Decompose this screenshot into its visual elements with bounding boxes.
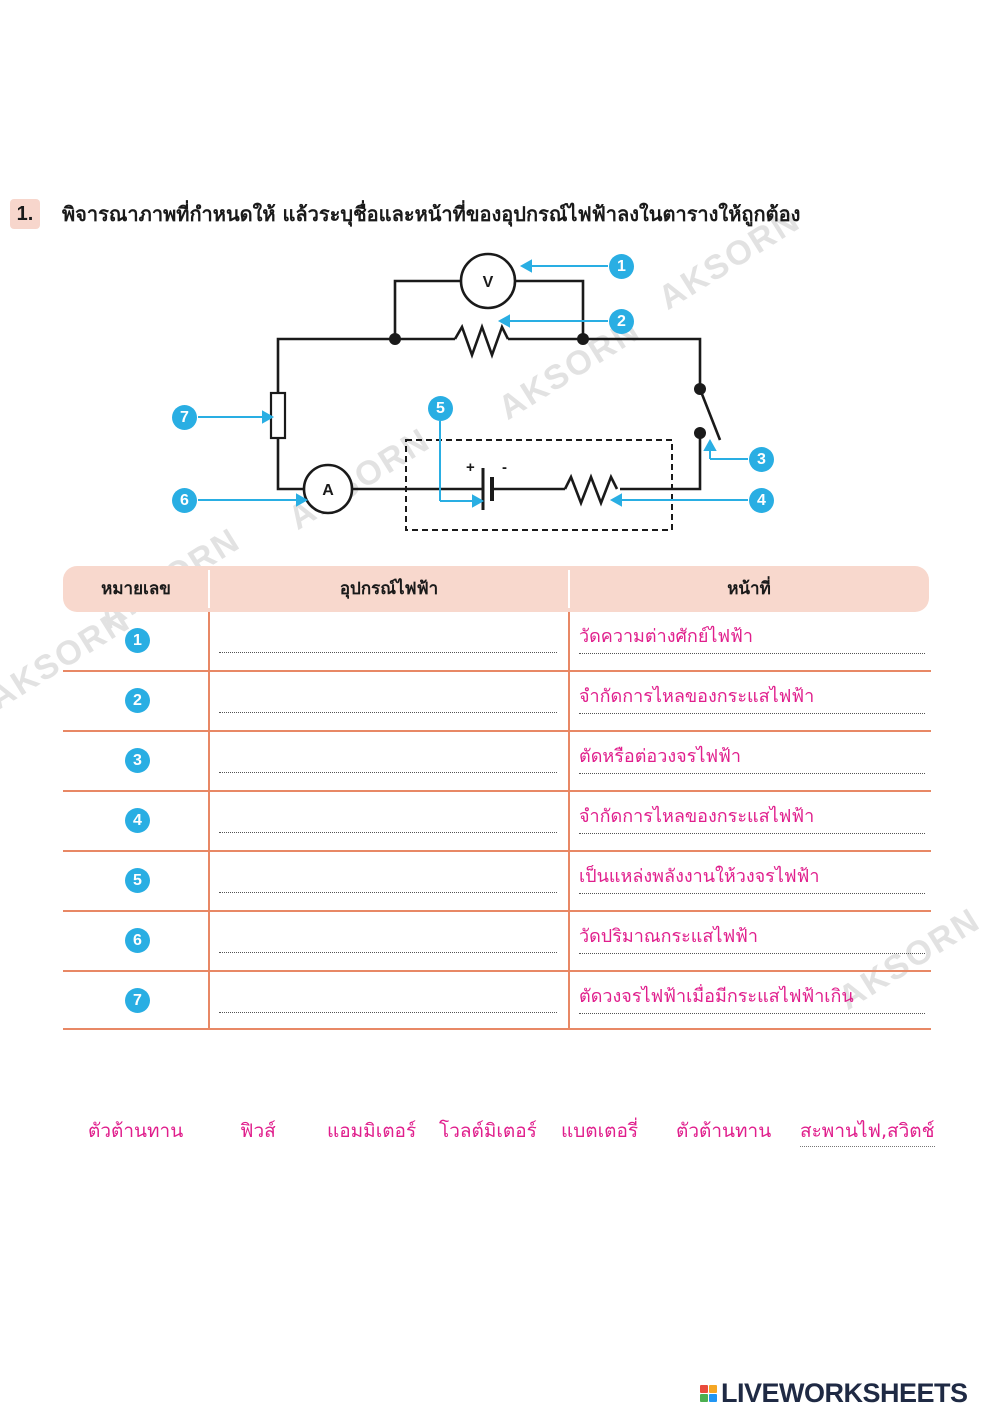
table-row: 2 จำกัดการไหลของกระแสไฟฟ้า bbox=[63, 672, 931, 732]
question-text: พิจารณาภาพที่กำหนดให้ แล้วระบุชื่อและหน้… bbox=[62, 202, 801, 226]
callout-badge-3: 3 bbox=[749, 447, 774, 472]
function-text: จำกัดการไหลของกระแสไฟฟ้า bbox=[579, 804, 925, 834]
device-answer-field[interactable] bbox=[219, 832, 557, 833]
table-row: 1 วัดความต่างศักย์ไฟฟ้า bbox=[63, 612, 931, 672]
function-text: วัดความต่างศักย์ไฟฟ้า bbox=[579, 624, 925, 654]
callout-badge-7: 7 bbox=[172, 405, 197, 430]
word-bank-item[interactable]: โวลต์มิเตอร์ bbox=[439, 1120, 537, 1142]
switch-contact bbox=[694, 383, 706, 395]
function-text: วัดปริมาณกระแสไฟฟ้า bbox=[579, 924, 925, 954]
row-number-badge: 1 bbox=[125, 628, 150, 653]
word-bank-item[interactable]: ตัวต้านทาน bbox=[88, 1120, 184, 1142]
column-divider bbox=[208, 612, 210, 1030]
callout-badge-2: 2 bbox=[609, 309, 634, 334]
device-answer-field[interactable] bbox=[219, 892, 557, 893]
wire bbox=[515, 279, 585, 339]
header-device: อุปกรณ์ไฟฟ้า bbox=[339, 579, 439, 599]
function-text: ตัดวงจรไฟฟ้าเมื่อมีกระแสไฟฟ้าเกิน bbox=[579, 984, 925, 1014]
row-number-badge: 2 bbox=[125, 688, 150, 713]
row-number-badge: 6 bbox=[125, 928, 150, 953]
battery-plus-sign: + bbox=[466, 459, 475, 476]
table-row: 3 ตัดหรือต่อวงจรไฟฟ้า bbox=[63, 732, 931, 792]
liveworksheets-brand: LIVEWORKSHEETS bbox=[700, 1378, 968, 1408]
row-divider bbox=[63, 910, 931, 912]
wire bbox=[393, 279, 461, 339]
row-number-badge: 4 bbox=[125, 808, 150, 833]
junction-dot bbox=[389, 333, 401, 345]
table-row: 6 วัดปริมาณกระแสไฟฟ้า bbox=[63, 912, 931, 972]
callout-badge-1: 1 bbox=[609, 254, 634, 279]
function-text: ตัดหรือต่อวงจรไฟฟ้า bbox=[579, 744, 925, 774]
word-bank-item[interactable]: สะพานไฟ,สวิตช์ bbox=[800, 1116, 935, 1147]
row-divider bbox=[63, 1028, 931, 1030]
dashed-box bbox=[405, 439, 673, 531]
row-divider bbox=[63, 790, 931, 792]
function-text: จำกัดการไหลของกระแสไฟฟ้า bbox=[579, 684, 925, 714]
row-divider bbox=[63, 730, 931, 732]
device-answer-field[interactable] bbox=[219, 652, 557, 653]
header-divider bbox=[568, 570, 570, 608]
battery-minus-sign: - bbox=[502, 459, 507, 476]
answer-table: หมายเลข อุปกรณ์ไฟฟ้า หน้าที่ 1 วัดความต่… bbox=[63, 566, 931, 1030]
row-divider bbox=[63, 670, 931, 672]
voltmeter-label: V bbox=[483, 274, 494, 291]
switch-blade bbox=[698, 388, 722, 441]
word-bank-item[interactable]: ฟิวส์ bbox=[240, 1120, 276, 1142]
row-number-badge: 3 bbox=[125, 748, 150, 773]
device-answer-field[interactable] bbox=[219, 1012, 557, 1013]
junction-dot bbox=[577, 333, 589, 345]
callout-badge-4: 4 bbox=[749, 488, 774, 513]
switch-contact bbox=[694, 427, 706, 439]
wire bbox=[620, 433, 702, 491]
row-number-badge: 5 bbox=[125, 868, 150, 893]
resistor-4-symbol bbox=[563, 473, 619, 507]
liveworksheets-logo-icon bbox=[700, 1384, 717, 1402]
device-answer-field[interactable] bbox=[219, 772, 557, 773]
row-number-badge: 7 bbox=[125, 988, 150, 1013]
callout-badge-6: 6 bbox=[172, 488, 197, 513]
fuse-symbol bbox=[269, 391, 287, 440]
device-answer-field[interactable] bbox=[219, 952, 557, 953]
wire bbox=[276, 337, 395, 393]
liveworksheets-wordmark: LIVEWORKSHEETS bbox=[721, 1377, 968, 1408]
header-number: หมายเลข bbox=[101, 579, 171, 599]
table-row: 4 จำกัดการไหลของกระแสไฟฟ้า bbox=[63, 792, 931, 852]
circuit-diagram: + - V A bbox=[198, 252, 748, 531]
question-number: 1. bbox=[10, 199, 40, 229]
word-bank-item[interactable]: แบตเตอรี่ bbox=[561, 1120, 639, 1142]
header-divider bbox=[208, 570, 210, 608]
row-divider bbox=[63, 850, 931, 852]
word-bank-item[interactable]: แอมมิเตอร์ bbox=[327, 1120, 417, 1142]
wire bbox=[276, 438, 305, 491]
ammeter-symbol bbox=[302, 463, 354, 515]
resistor-2-symbol bbox=[453, 323, 510, 359]
callout-badge-5: 5 bbox=[428, 396, 453, 421]
row-divider bbox=[63, 970, 931, 972]
word-bank-item[interactable]: ตัวต้านทาน bbox=[676, 1120, 772, 1142]
table-header: หมายเลข อุปกรณ์ไฟฟ้า หน้าที่ bbox=[63, 566, 929, 612]
ammeter-label: A bbox=[322, 482, 334, 499]
function-text: เป็นแหล่งพลังงานให้วงจรไฟฟ้า bbox=[579, 864, 925, 894]
header-function: หน้าที่ bbox=[727, 579, 771, 599]
table-row: 5 เป็นแหล่งพลังงานให้วงจรไฟฟ้า bbox=[63, 852, 931, 912]
wire bbox=[508, 337, 702, 389]
voltmeter-symbol bbox=[459, 252, 517, 310]
device-answer-field[interactable] bbox=[219, 712, 557, 713]
column-divider bbox=[568, 612, 570, 1030]
table-row: 7 ตัดวงจรไฟฟ้าเมื่อมีกระแสไฟฟ้าเกิน bbox=[63, 972, 931, 1032]
